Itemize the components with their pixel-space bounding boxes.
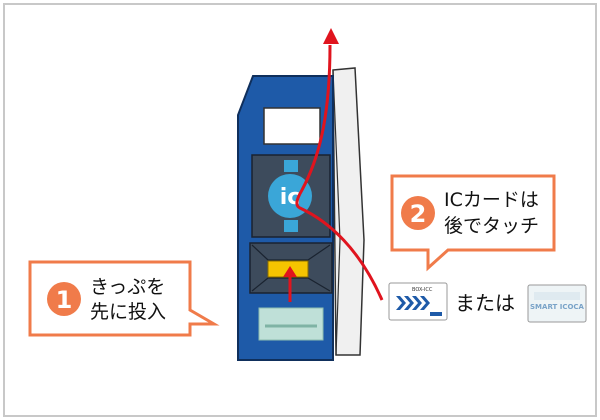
ic-card-path-arrow (295, 28, 384, 301)
step1-number: 1 (56, 286, 73, 314)
step1-number-badge (47, 282, 81, 316)
step2-number-badge (401, 196, 435, 230)
gate-display-screen (263, 107, 321, 145)
gate-side-panel (332, 67, 365, 356)
ic-mark-label: ic (280, 185, 301, 210)
or-text: または (455, 291, 515, 315)
step1-line1: きっぷを (90, 276, 165, 298)
ticket-gate-machine (237, 75, 334, 361)
step2-callout: 2 ICカードは 後でタッチ (390, 174, 556, 272)
step2-line1: ICカードは (444, 189, 539, 211)
ticket-insert-arrow (283, 266, 297, 302)
step1-callout: 1 きっぷを 先に投入 (28, 260, 220, 337)
step1-line2: 先に投入 (90, 301, 166, 323)
ic-card-right: SMART ICOCA (527, 284, 587, 323)
step2-number: 2 (410, 200, 427, 228)
step2-line2: 後でタッチ (444, 215, 539, 237)
ticket-exit-slot (258, 307, 324, 341)
card-left-label: BOX-ICC (412, 287, 433, 293)
card-right-logo: SMART ICOCA (530, 303, 585, 311)
ic-card-left: BOX-ICC (388, 282, 448, 321)
